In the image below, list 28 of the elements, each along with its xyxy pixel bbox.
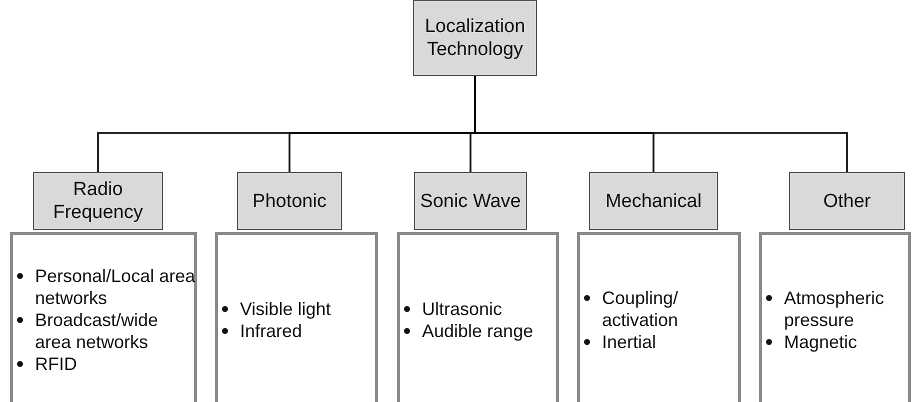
list-panel	[10, 232, 197, 402]
category-label: Radio Frequency	[52, 178, 144, 224]
category-box	[589, 172, 718, 230]
list-panel	[215, 232, 378, 402]
list-item: Inertial	[602, 331, 656, 353]
list-item: RFID	[35, 353, 77, 375]
list-item: Magnetic	[784, 331, 858, 353]
list-panel	[397, 232, 559, 402]
list-item: Atmospheric pressure	[784, 287, 886, 331]
list-item: Coupling/ activation	[602, 287, 680, 331]
category-box	[237, 172, 342, 230]
category-label: Sonic Wave	[420, 190, 521, 212]
category-label: Localization Technology	[424, 15, 526, 61]
category-box	[413, 0, 537, 76]
list-item: Visible light	[240, 298, 331, 320]
category-label: Photonic	[252, 190, 326, 212]
category-box	[789, 172, 905, 230]
category-box	[33, 172, 163, 230]
list-item: Personal/Local area networks	[35, 265, 196, 309]
list-panel	[577, 232, 741, 402]
category-box	[414, 172, 527, 230]
category-label: Mechanical	[605, 190, 702, 212]
list-panel	[759, 232, 911, 402]
list-item: Infrared	[240, 320, 302, 342]
list-item: Audible range	[422, 320, 534, 342]
list-item: Ultrasonic	[422, 298, 502, 320]
category-label: Other	[823, 190, 871, 212]
list-item: Broadcast/wide area networks	[35, 309, 160, 353]
